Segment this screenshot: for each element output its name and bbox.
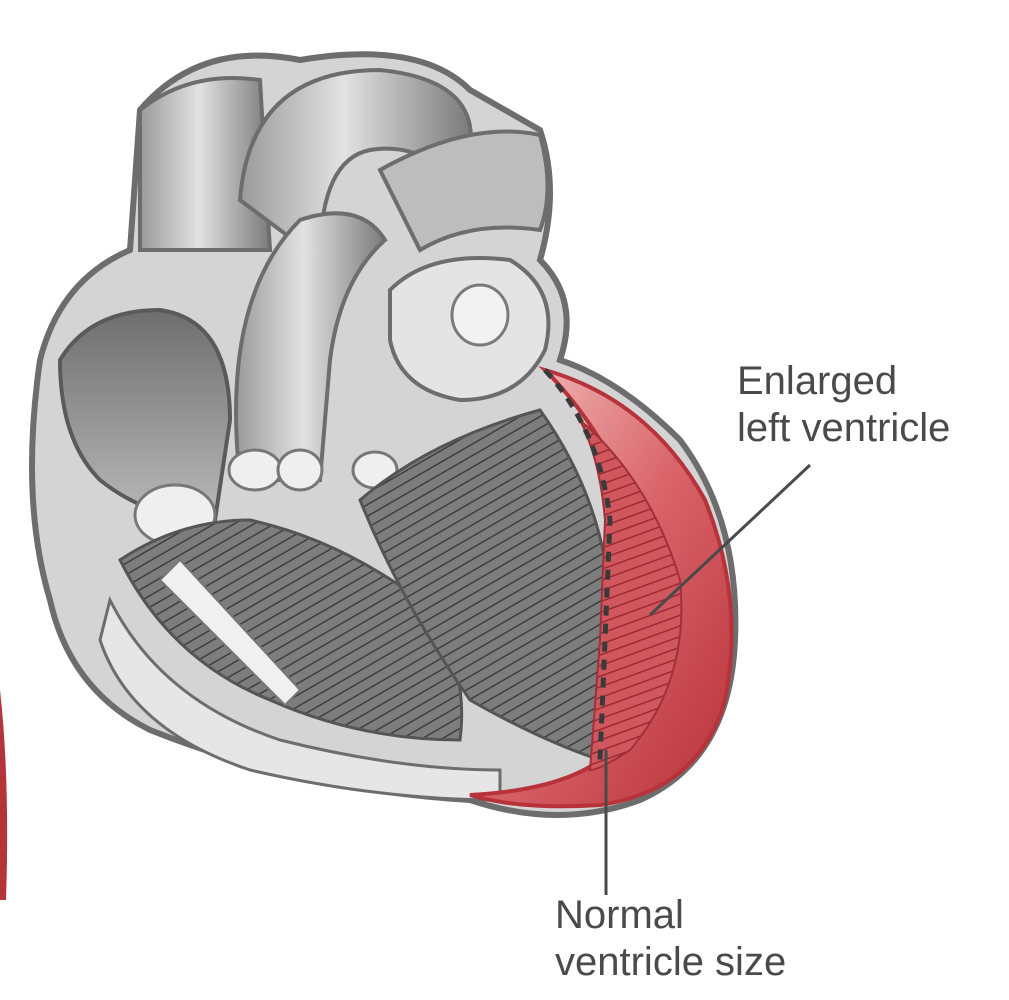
edge-red-strip xyxy=(0,690,7,900)
label-normal-line2: ventricle size xyxy=(555,939,786,986)
label-normal-line1: Normal xyxy=(555,892,786,939)
label-enlarged-line1: Enlarged xyxy=(737,358,950,405)
label-normal-ventricle-size: Normal ventricle size xyxy=(555,892,786,986)
label-enlarged-left-ventricle: Enlarged left ventricle xyxy=(737,358,950,452)
valve-opening xyxy=(452,285,508,345)
label-enlarged-line2: left ventricle xyxy=(737,405,950,452)
